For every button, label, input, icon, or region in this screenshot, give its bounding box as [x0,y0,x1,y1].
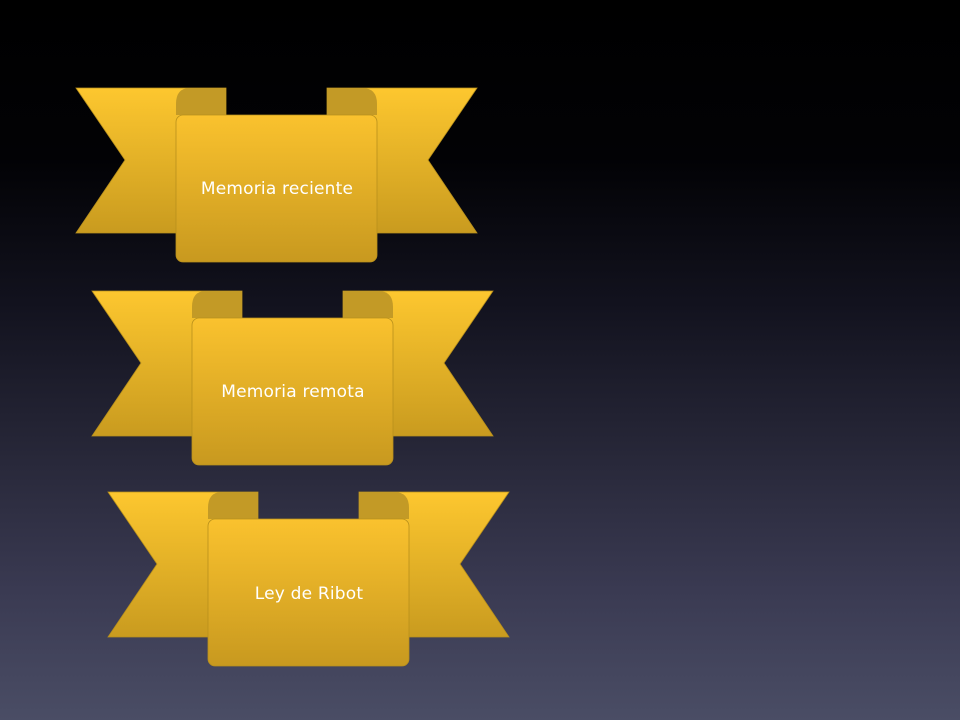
ribbon-label-memoria-reciente: Memoria reciente [200,179,354,199]
ribbon-label-ley-de-ribot: Ley de Ribot [254,584,364,604]
ribbon-label-memoria-remota: Memoria remota [221,382,365,402]
